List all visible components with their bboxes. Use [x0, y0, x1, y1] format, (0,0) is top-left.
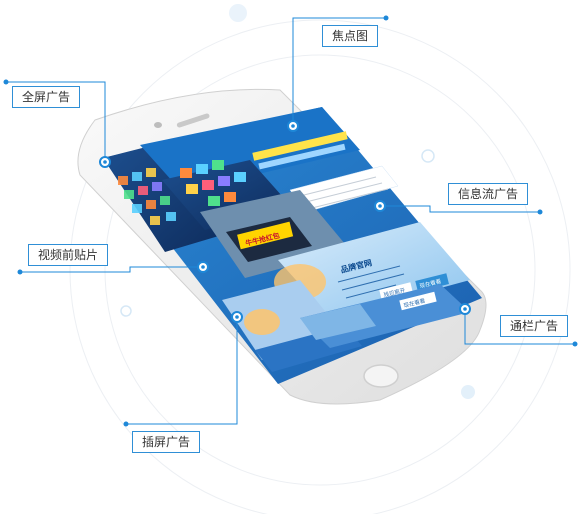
feed-ad-panel — [289, 165, 399, 213]
fullscreen-marker-icon — [99, 156, 111, 168]
banner-marker-icon — [459, 303, 471, 315]
video-marker-icon — [197, 261, 209, 273]
marker-icons — [99, 120, 471, 323]
label-focus-image: 焦点图 — [322, 25, 379, 47]
background-dots — [120, 4, 475, 399]
connector-end-dots — [3, 15, 578, 427]
background-rings — [69, 19, 571, 518]
label-banner-ad: 通栏广告 — [500, 315, 569, 337]
label-interstitial-ad: 插屏广告 — [132, 431, 201, 453]
fullscreen-ad-panel — [103, 143, 232, 252]
feed-marker-icon — [374, 200, 386, 212]
interstitial-marker-icon — [231, 311, 243, 323]
connector-lines — [6, 17, 575, 425]
label-video-preroll: 视频前贴片 — [28, 244, 109, 266]
banner-ad-panel: 现在看看 — [300, 284, 470, 348]
label-fullscreen-ad: 全屏广告 — [12, 86, 81, 108]
label-feed-ad: 信息流广告 — [448, 183, 529, 205]
feed-promo-card: 品牌官网 残忍离开 现在看看 — [274, 222, 470, 318]
focus-marker-icon — [287, 120, 299, 132]
